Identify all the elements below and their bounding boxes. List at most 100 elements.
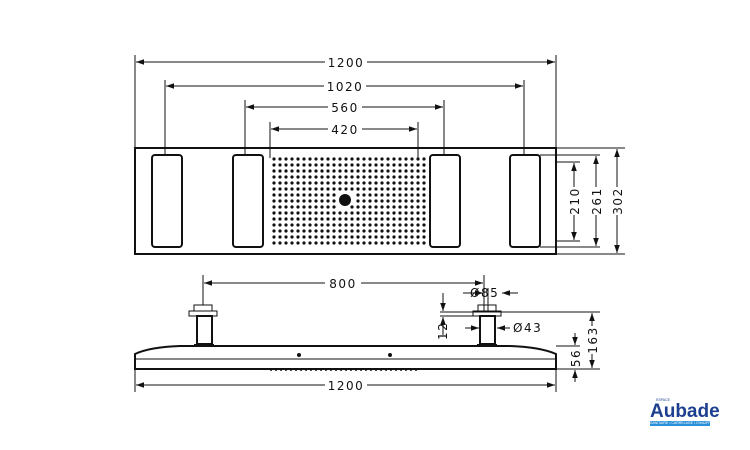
spray-nozzle bbox=[272, 217, 276, 221]
spray-nozzle bbox=[368, 205, 372, 209]
spray-nozzle bbox=[386, 187, 390, 191]
spray-nozzle bbox=[398, 199, 402, 203]
spray-nozzle bbox=[338, 175, 342, 179]
spray-nozzle bbox=[362, 163, 366, 167]
spray-nozzle bbox=[404, 187, 408, 191]
spray-nozzle bbox=[386, 157, 390, 161]
spray-nozzle bbox=[362, 199, 366, 203]
spray-nozzle bbox=[380, 205, 384, 209]
spray-nozzle bbox=[416, 223, 420, 227]
spray-nozzle bbox=[410, 163, 414, 167]
spray-nozzle bbox=[296, 169, 300, 173]
spray-nozzle bbox=[386, 169, 390, 173]
spray-nozzle bbox=[284, 199, 288, 203]
spray-nozzle bbox=[308, 211, 312, 215]
spray-nozzle bbox=[398, 211, 402, 215]
spray-nozzle bbox=[398, 235, 402, 239]
spray-nozzle bbox=[350, 169, 354, 173]
spray-nozzle bbox=[338, 163, 342, 167]
spray-nozzle bbox=[410, 157, 414, 161]
spray-nozzle bbox=[398, 187, 402, 191]
spray-nozzle bbox=[278, 163, 282, 167]
spray-nozzle bbox=[416, 205, 420, 209]
spray-nozzle-grid bbox=[272, 157, 426, 245]
spray-nozzle bbox=[356, 187, 360, 191]
spray-nozzle bbox=[338, 181, 342, 185]
spray-nozzle bbox=[338, 157, 342, 161]
spray-nozzle bbox=[368, 229, 372, 233]
spray-nozzle bbox=[296, 199, 300, 203]
spray-nozzle bbox=[278, 193, 282, 197]
spray-nozzle bbox=[314, 211, 318, 215]
spray-nozzle bbox=[290, 223, 294, 227]
spray-nozzle bbox=[416, 193, 420, 197]
spray-nozzle bbox=[380, 169, 384, 173]
spray-nozzle bbox=[308, 199, 312, 203]
dim-side-overall-width: 1200 bbox=[328, 379, 365, 393]
spray-nozzle bbox=[368, 163, 372, 167]
spray-nozzle bbox=[362, 175, 366, 179]
spray-nozzle bbox=[398, 241, 402, 245]
spray-nozzle bbox=[374, 175, 378, 179]
spray-nozzle bbox=[422, 157, 426, 161]
spray-nozzle bbox=[290, 217, 294, 221]
spray-nozzle bbox=[296, 211, 300, 215]
spray-nozzle bbox=[320, 199, 324, 203]
spray-nozzle bbox=[422, 229, 426, 233]
spray-nozzle bbox=[422, 187, 426, 191]
light-panel bbox=[509, 154, 541, 248]
spray-nozzle bbox=[344, 175, 348, 179]
spray-nozzle bbox=[398, 217, 402, 221]
spray-nozzle bbox=[296, 217, 300, 221]
spray-nozzle bbox=[392, 217, 396, 221]
spray-nozzle bbox=[380, 217, 384, 221]
spray-nozzle bbox=[332, 187, 336, 191]
spray-nozzle bbox=[338, 211, 342, 215]
spray-nozzle bbox=[278, 211, 282, 215]
spray-nozzle bbox=[296, 187, 300, 191]
spray-nozzle bbox=[380, 187, 384, 191]
spray-nozzle bbox=[296, 229, 300, 233]
dim-panel-height: 210 bbox=[568, 187, 582, 214]
spray-nozzle bbox=[392, 223, 396, 227]
spray-nozzle bbox=[332, 205, 336, 209]
top-view: 1200 1020 560 420 210 261 302 bbox=[134, 55, 625, 255]
spray-nozzle bbox=[362, 187, 366, 191]
spray-nozzle bbox=[356, 229, 360, 233]
spray-nozzle bbox=[422, 175, 426, 179]
spray-nozzle bbox=[386, 181, 390, 185]
spray-nozzle bbox=[386, 205, 390, 209]
spray-nozzle bbox=[284, 241, 288, 245]
spray-nozzle bbox=[326, 235, 330, 239]
spray-nozzle bbox=[338, 169, 342, 173]
spray-nozzle bbox=[320, 223, 324, 227]
spray-nozzle bbox=[350, 175, 354, 179]
spray-nozzle bbox=[416, 235, 420, 239]
spray-nozzle bbox=[332, 229, 336, 233]
spray-nozzle bbox=[422, 193, 426, 197]
spray-nozzle bbox=[302, 205, 306, 209]
spray-nozzle bbox=[314, 187, 318, 191]
spray-nozzle bbox=[374, 229, 378, 233]
spray-nozzle bbox=[350, 223, 354, 227]
spray-nozzle bbox=[362, 169, 366, 173]
spray-nozzle bbox=[290, 157, 294, 161]
spray-nozzle bbox=[296, 235, 300, 239]
spray-nozzle bbox=[314, 229, 318, 233]
light-panel bbox=[429, 154, 461, 248]
spray-nozzle bbox=[404, 157, 408, 161]
spray-nozzle bbox=[290, 229, 294, 233]
spray-nozzle bbox=[350, 163, 354, 167]
spray-nozzle bbox=[386, 163, 390, 167]
spray-nozzle bbox=[272, 241, 276, 245]
spray-nozzle bbox=[380, 199, 384, 203]
spray-nozzle bbox=[410, 205, 414, 209]
spray-nozzle bbox=[272, 205, 276, 209]
spray-nozzle bbox=[314, 223, 318, 227]
spray-nozzle bbox=[320, 175, 324, 179]
spray-nozzle bbox=[374, 193, 378, 197]
spray-nozzle bbox=[272, 181, 276, 185]
spray-nozzle bbox=[284, 217, 288, 221]
spray-nozzle bbox=[350, 229, 354, 233]
spray-nozzle bbox=[272, 223, 276, 227]
